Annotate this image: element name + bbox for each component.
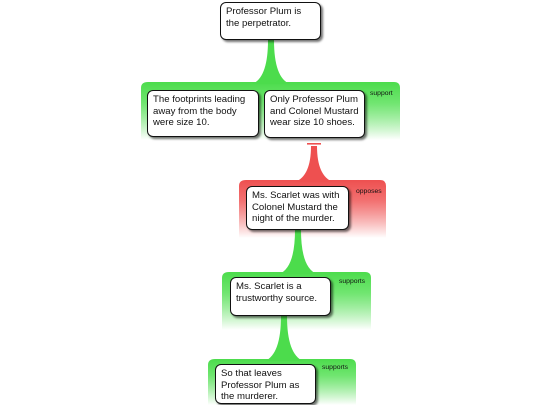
premise-scarlet-trustworthy[interactable]: Ms. Scarlet is a trustworthy source. — [230, 277, 331, 316]
supports-connector-1 — [279, 230, 317, 274]
relation-label-supports-2: supports — [322, 364, 349, 371]
relation-label-supports-1: supports — [339, 278, 366, 285]
conclusion-leaves-professor-plum[interactable]: So that leaves Professor Plum as the mur… — [215, 364, 316, 404]
claim-professor-plum-perpetrator[interactable]: Professor Plum is the perpetrator. — [220, 2, 321, 40]
premise-footprints-size-10[interactable]: The footprints leading away from the bod… — [147, 90, 259, 137]
premise-only-plum-mustard-size-10[interactable]: Only Professor Plum and Colonel Mustard … — [264, 90, 365, 138]
relation-label-opposes: opposes — [356, 188, 382, 195]
relation-label-support: support — [370, 90, 393, 97]
opposes-marker — [307, 143, 321, 145]
opposes-connector-1 — [295, 146, 333, 182]
support-connector-1 — [252, 40, 290, 84]
supports-connector-2 — [265, 316, 303, 361]
objection-scarlet-with-mustard[interactable]: Ms. Scarlet was with Colonel Mustard the… — [246, 186, 349, 230]
